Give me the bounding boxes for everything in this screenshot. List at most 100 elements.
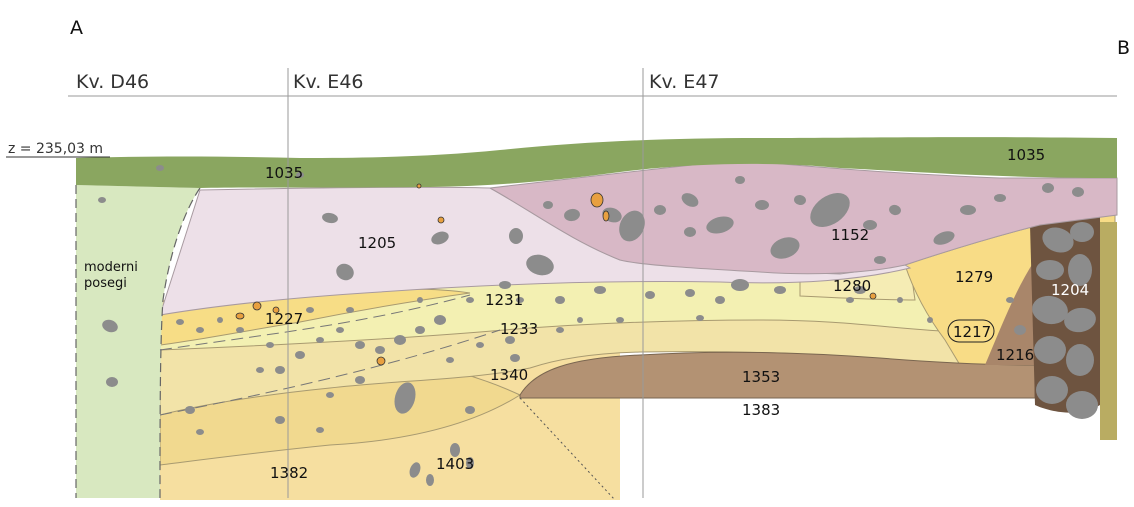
label-1216: 1216: [996, 346, 1034, 364]
stone-67: [446, 357, 454, 363]
stone-48: [854, 286, 866, 294]
stone-37: [1066, 344, 1094, 376]
stone-33: [1068, 254, 1092, 286]
dashed-line-2: [159, 329, 501, 416]
stone-14: [794, 194, 806, 206]
stone-40: [394, 382, 416, 414]
stone-43: [426, 474, 434, 486]
label-1217: 1217: [953, 323, 991, 341]
stone-11: [706, 216, 734, 234]
stone-45: [731, 279, 749, 291]
stone-36: [1034, 336, 1066, 364]
elevation-label: z = 235,03 m: [8, 141, 103, 157]
stone-26: [106, 377, 118, 387]
stone-30: [1042, 227, 1074, 253]
stone-94: [1006, 297, 1014, 303]
find-1: [602, 210, 610, 222]
label-1035-left: 1035: [265, 164, 303, 182]
stone-54: [685, 289, 695, 297]
modern-disturbance: [76, 185, 200, 498]
stone-13: [770, 237, 800, 259]
stone-74: [196, 327, 204, 333]
stone-9: [654, 205, 666, 215]
stone-57: [394, 335, 406, 345]
stone-34: [1032, 295, 1068, 325]
stone-27: [98, 197, 106, 203]
layer-1353: [519, 351, 1036, 399]
stone-84: [465, 406, 475, 414]
stone-46: [774, 286, 786, 294]
finds-group: [235, 183, 877, 366]
stone-16: [863, 220, 877, 230]
stone-87: [577, 317, 583, 323]
stone-24: [684, 227, 696, 237]
stone-28: [296, 172, 304, 178]
label-1353: 1353: [742, 368, 780, 386]
label-1227: 1227: [265, 310, 303, 328]
label-1205: 1205: [358, 234, 396, 252]
find-8: [272, 306, 280, 314]
stone-10: [681, 193, 699, 207]
corner-label-b: B: [1117, 37, 1130, 59]
stone-19: [960, 205, 976, 215]
stone-8: [619, 210, 645, 242]
stone-17: [889, 204, 901, 216]
find-3: [416, 183, 422, 189]
find-2: [437, 216, 445, 224]
label-1217-outline: [947, 319, 995, 343]
label-1340: 1340: [490, 366, 528, 384]
stone-44: [466, 457, 474, 469]
square-label-d46: Kv. D46: [76, 71, 149, 93]
stone-80: [185, 406, 195, 414]
label-1204: 1204: [1051, 281, 1089, 299]
layer-1035: [76, 137, 1117, 188]
stone-68: [476, 342, 484, 348]
stone-83: [316, 427, 324, 433]
label-1280: 1280: [833, 277, 871, 295]
stone-72: [696, 315, 704, 321]
find-6: [376, 356, 386, 366]
stone-79: [346, 307, 354, 313]
stone-75: [217, 317, 223, 323]
stone-71: [616, 317, 624, 323]
label-1233: 1233: [500, 320, 538, 338]
stone-59: [355, 341, 365, 349]
stone-85: [510, 354, 520, 362]
stone-42: [409, 462, 421, 478]
stone-55: [434, 315, 446, 325]
stone-91: [897, 297, 903, 303]
stone-92: [927, 317, 933, 323]
stones-group: [98, 165, 1098, 486]
stone-6: [564, 208, 580, 222]
stone-51: [555, 296, 565, 304]
label-1279: 1279: [955, 268, 993, 286]
dotted-trench-line: [519, 397, 616, 501]
stone-93: [1014, 325, 1026, 335]
stone-60: [336, 327, 344, 333]
stone-18: [933, 231, 955, 245]
stone-35: [1064, 307, 1096, 333]
stone-3: [336, 263, 354, 281]
stone-20: [994, 194, 1006, 202]
stone-58: [375, 346, 385, 354]
modern-disturbance-edge: [159, 187, 201, 499]
modern-label-line2: posegi: [84, 276, 127, 291]
stone-53: [645, 291, 655, 299]
stone-5: [543, 201, 553, 209]
stone-89: [417, 297, 423, 303]
modern-label-line1: moderni: [84, 260, 138, 275]
stone-2: [509, 228, 523, 244]
stone-77: [266, 342, 274, 348]
find-5: [235, 312, 245, 320]
stone-50: [499, 281, 511, 289]
stone-1: [431, 231, 449, 245]
label-1383: 1383: [742, 401, 780, 419]
label-1403: 1403: [436, 455, 474, 473]
stone-21: [1042, 183, 1054, 193]
dashed-line-1: [159, 294, 471, 351]
stone-0: [322, 212, 338, 224]
stone-52: [594, 286, 606, 294]
stone-64: [256, 367, 264, 373]
stone-63: [275, 366, 285, 374]
